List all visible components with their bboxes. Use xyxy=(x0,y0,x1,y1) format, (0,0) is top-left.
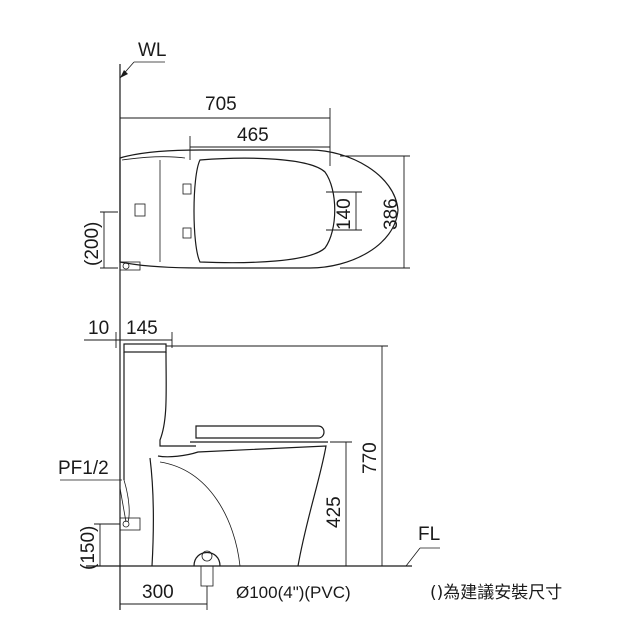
hinge-top xyxy=(182,183,192,195)
supply-hose xyxy=(123,479,130,523)
floor-line-label: FL xyxy=(418,524,440,545)
pf-leader xyxy=(119,487,127,523)
dim-425-label: 425 xyxy=(324,496,345,528)
bowl-front-curve xyxy=(157,445,327,567)
bowl-back xyxy=(149,457,154,567)
side-view xyxy=(119,343,328,587)
valve-knob xyxy=(122,262,130,270)
tank-edge xyxy=(121,156,186,161)
hinge-bottom xyxy=(182,227,192,239)
dim-200-label: (200) xyxy=(82,222,103,266)
pipe-fitting-label: PF1/2 xyxy=(58,458,109,479)
dim-150-label: (150) xyxy=(78,526,99,570)
supply-valve-top xyxy=(119,261,141,271)
dim-770-label: 770 xyxy=(360,442,381,474)
installation-note: ()為建議安裝尺寸 xyxy=(430,583,562,603)
top-view xyxy=(119,149,399,271)
floor-leader xyxy=(405,547,421,567)
tank-front xyxy=(159,351,196,447)
dim-465-label: 465 xyxy=(237,125,269,146)
drain-flange xyxy=(193,551,221,567)
drain-spec-label: Ø100(4")(PVC) xyxy=(236,583,351,602)
seat-outline xyxy=(193,157,336,264)
top-view-outline xyxy=(119,149,399,269)
dim-145-label: 145 xyxy=(126,318,158,339)
drain-hole xyxy=(201,550,213,562)
trapway-curve xyxy=(159,461,241,567)
tank-lid xyxy=(123,343,167,353)
seat-lid-side xyxy=(195,425,325,439)
flush-button xyxy=(134,203,146,217)
wall-arrow xyxy=(120,70,128,78)
dim-10-label: 10 xyxy=(88,318,109,339)
dim-140-label: 140 xyxy=(334,198,355,230)
dim-705-label: 705 xyxy=(205,94,237,115)
wall-line-label: WL xyxy=(138,40,167,61)
dim-386-label: 386 xyxy=(381,198,402,230)
dim-300-label: 300 xyxy=(142,582,174,603)
drain-pipe xyxy=(200,565,214,587)
